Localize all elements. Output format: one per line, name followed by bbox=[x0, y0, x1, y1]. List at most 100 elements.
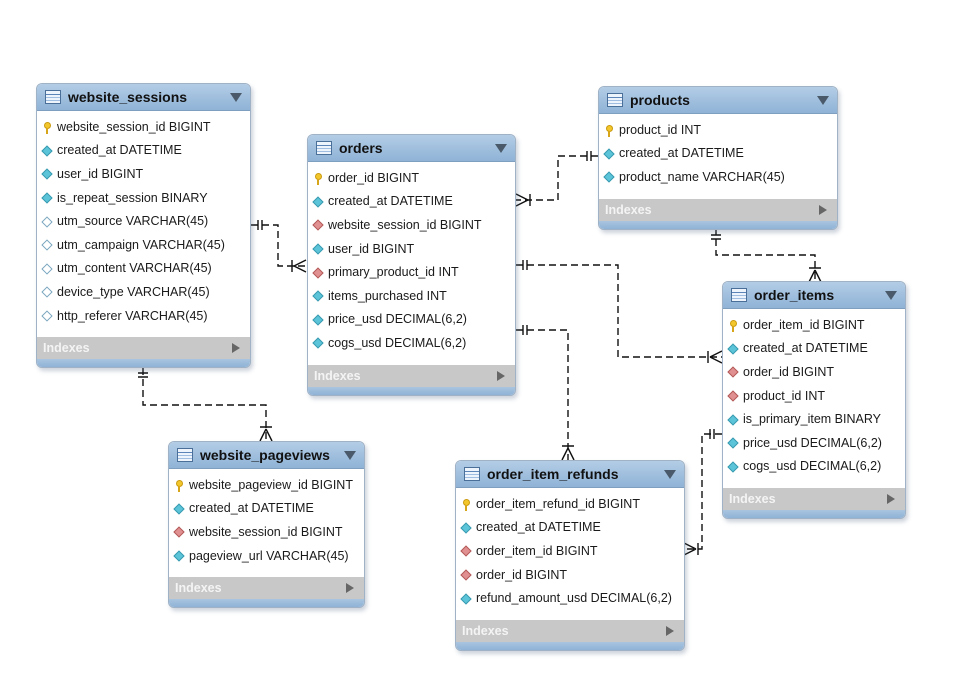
table-header[interactable]: orders bbox=[308, 135, 515, 162]
column-label: utm_content VARCHAR(45) bbox=[57, 261, 212, 276]
column-label: http_referer VARCHAR(45) bbox=[57, 308, 208, 323]
primary-key-icon bbox=[728, 320, 737, 333]
column-row[interactable]: http_referer VARCHAR(45) bbox=[37, 304, 250, 328]
column-label: website_session_id BIGINT bbox=[328, 217, 482, 232]
table-header[interactable]: website_pageviews bbox=[169, 442, 364, 469]
column-row[interactable]: primary_product_id INT bbox=[308, 260, 515, 284]
column-label: price_usd DECIMAL(6,2) bbox=[328, 312, 467, 327]
column-label: order_id BIGINT bbox=[743, 364, 835, 379]
expand-arrow-icon[interactable] bbox=[666, 625, 674, 636]
table-order-item-refunds[interactable]: order_item_refunds order_item_refund_id B… bbox=[455, 460, 685, 651]
table-header[interactable]: order_item_refunds bbox=[456, 461, 684, 488]
column-list: website_pageview_id BIGINT created_at DAT… bbox=[169, 469, 364, 577]
indexes-section[interactable]: Indexes bbox=[723, 488, 905, 511]
column-row[interactable]: is_repeat_session BINARY bbox=[37, 186, 250, 210]
many-marker bbox=[808, 267, 822, 283]
collapse-arrow-icon[interactable] bbox=[664, 469, 676, 479]
column-row[interactable]: utm_campaign VARCHAR(45) bbox=[37, 233, 250, 257]
column-row[interactable]: price_usd DECIMAL(6,2) bbox=[723, 431, 905, 455]
expand-arrow-icon[interactable] bbox=[497, 370, 505, 381]
column-label: utm_campaign VARCHAR(45) bbox=[57, 237, 225, 252]
indexes-section[interactable]: Indexes bbox=[456, 619, 684, 642]
column-label: order_id BIGINT bbox=[476, 567, 568, 582]
column-row[interactable]: user_id BIGINT bbox=[37, 162, 250, 186]
many-marker bbox=[561, 445, 575, 461]
column-diamond-icon bbox=[313, 244, 322, 253]
table-icon bbox=[177, 448, 193, 462]
column-row[interactable]: order_item_refund_id BIGINT bbox=[456, 492, 684, 516]
expand-arrow-icon[interactable] bbox=[232, 343, 240, 354]
relation-line bbox=[142, 368, 267, 441]
column-row[interactable]: price_usd DECIMAL(6,2) bbox=[308, 308, 515, 332]
primary-key-icon bbox=[461, 499, 470, 512]
column-diamond-icon bbox=[174, 504, 183, 513]
column-row[interactable]: utm_source VARCHAR(45) bbox=[37, 209, 250, 233]
column-label: device_type VARCHAR(45) bbox=[57, 284, 210, 299]
column-label: cogs_usd DECIMAL(6,2) bbox=[743, 459, 882, 474]
expand-arrow-icon[interactable] bbox=[819, 204, 827, 215]
column-row[interactable]: order_id BIGINT bbox=[456, 563, 684, 587]
collapse-arrow-icon[interactable] bbox=[495, 143, 507, 153]
column-diamond-icon bbox=[728, 462, 737, 471]
indexes-section[interactable]: Indexes bbox=[37, 337, 250, 360]
column-label: product_id INT bbox=[743, 388, 825, 403]
table-header[interactable]: order_items bbox=[723, 282, 905, 309]
column-row[interactable]: cogs_usd DECIMAL(6,2) bbox=[308, 331, 515, 355]
column-row[interactable]: website_session_id BIGINT bbox=[37, 115, 250, 139]
column-row[interactable]: pageview_url VARCHAR(45) bbox=[169, 544, 364, 568]
column-label: website_pageview_id BIGINT bbox=[189, 477, 353, 492]
expand-arrow-icon[interactable] bbox=[346, 583, 354, 594]
column-label: pageview_url VARCHAR(45) bbox=[189, 548, 349, 563]
column-label: refund_amount_usd DECIMAL(6,2) bbox=[476, 591, 672, 606]
indexes-section[interactable]: Indexes bbox=[599, 198, 837, 221]
table-website-sessions[interactable]: website_sessions website_session_id BIGIN… bbox=[36, 83, 251, 369]
column-row[interactable]: items_purchased INT bbox=[308, 284, 515, 308]
column-row[interactable]: website_pageview_id BIGINT bbox=[169, 473, 364, 497]
foreign-key-diamond-icon bbox=[174, 527, 183, 536]
column-row[interactable]: refund_amount_usd DECIMAL(6,2) bbox=[456, 586, 684, 610]
indexes-section[interactable]: Indexes bbox=[169, 577, 364, 600]
collapse-arrow-icon[interactable] bbox=[230, 92, 242, 102]
column-row[interactable]: product_id INT bbox=[599, 118, 837, 142]
column-row[interactable]: cogs_usd DECIMAL(6,2) bbox=[723, 455, 905, 479]
column-row[interactable]: website_session_id BIGINT bbox=[308, 213, 515, 237]
column-row[interactable]: product_name VARCHAR(45) bbox=[599, 165, 837, 189]
column-row[interactable]: is_primary_item BINARY bbox=[723, 407, 905, 431]
expand-arrow-icon[interactable] bbox=[887, 494, 895, 505]
column-row[interactable]: order_id BIGINT bbox=[308, 166, 515, 190]
column-row[interactable]: created_at DATETIME bbox=[37, 139, 250, 163]
column-row[interactable]: device_type VARCHAR(45) bbox=[37, 280, 250, 304]
table-footer bbox=[308, 386, 515, 395]
column-row[interactable]: created_at DATETIME bbox=[308, 190, 515, 214]
column-row[interactable]: utm_content VARCHAR(45) bbox=[37, 257, 250, 281]
collapse-arrow-icon[interactable] bbox=[344, 450, 356, 460]
column-row[interactable]: created_at DATETIME bbox=[723, 337, 905, 361]
collapse-arrow-icon[interactable] bbox=[817, 95, 829, 105]
column-row[interactable]: user_id BIGINT bbox=[308, 237, 515, 261]
nullable-diamond-icon bbox=[42, 264, 51, 273]
column-row[interactable]: created_at DATETIME bbox=[169, 497, 364, 521]
indexes-section[interactable]: Indexes bbox=[308, 364, 515, 387]
column-row[interactable]: order_item_id BIGINT bbox=[723, 313, 905, 337]
column-label: created_at DATETIME bbox=[328, 194, 453, 209]
table-header[interactable]: products bbox=[599, 87, 837, 114]
table-footer bbox=[723, 510, 905, 519]
many-marker bbox=[515, 193, 531, 207]
relation-line bbox=[715, 228, 816, 282]
column-row[interactable]: order_id BIGINT bbox=[723, 360, 905, 384]
column-row[interactable]: created_at DATETIME bbox=[599, 142, 837, 166]
foreign-key-diamond-icon bbox=[461, 546, 470, 555]
column-row[interactable]: website_session_id BIGINT bbox=[169, 520, 364, 544]
column-row[interactable]: product_id INT bbox=[723, 384, 905, 408]
table-orders[interactable]: orders order_id BIGINT created_at DATETIME… bbox=[307, 134, 516, 396]
table-header[interactable]: website_sessions bbox=[37, 84, 250, 111]
collapse-arrow-icon[interactable] bbox=[885, 290, 897, 300]
column-label: created_at DATETIME bbox=[57, 143, 182, 158]
column-row[interactable]: created_at DATETIME bbox=[456, 516, 684, 540]
column-row[interactable]: order_item_id BIGINT bbox=[456, 539, 684, 563]
